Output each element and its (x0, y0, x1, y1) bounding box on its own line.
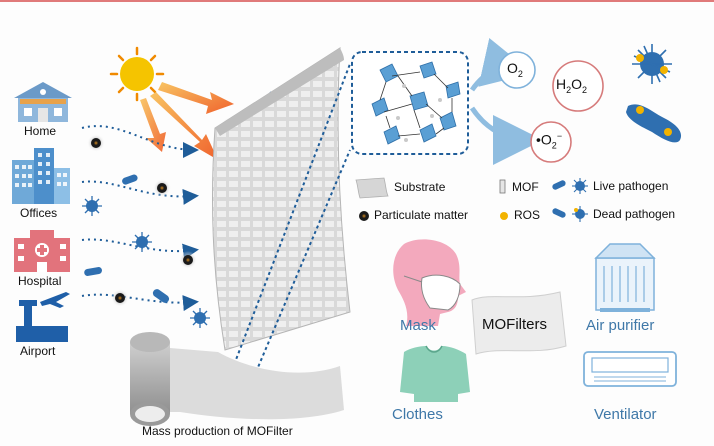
label-airport: Airport (20, 344, 56, 358)
office-building-icon (12, 148, 70, 204)
mask-head-icon (393, 239, 466, 326)
dead-pathogen-virus-icon (632, 44, 672, 84)
sun-icon (109, 46, 165, 102)
label-air-purifier: Air purifier (586, 317, 655, 334)
label-hydrogen-peroxide: H2O2 (556, 76, 588, 95)
airflow-arrows (81, 125, 199, 312)
label-hospital: Hospital (18, 274, 62, 288)
dead-pathogen-bacteria-icon (626, 104, 682, 143)
legend-substrate-swatch (355, 177, 389, 199)
label-offices: Offices (20, 206, 58, 220)
legend-mof-label: MOF (512, 180, 539, 194)
hospital-icon (14, 230, 70, 272)
legend-live-pathogen-icon (552, 178, 588, 194)
particulate-matter-particles (87, 117, 239, 307)
label-superoxide: •O2− (536, 131, 563, 151)
legend-mof-swatch (499, 179, 506, 194)
legend-particulate-icon (359, 211, 369, 221)
legend-live-pathogen-label: Live pathogen (593, 179, 669, 193)
hydrogen-peroxide-circle (552, 60, 604, 112)
filter-roll-icon (130, 332, 344, 426)
air-purifier-icon (594, 243, 656, 312)
label-home: Home (24, 124, 57, 138)
top-rule (0, 0, 714, 2)
airport-icon (16, 292, 70, 342)
mofilter-sheet (211, 47, 351, 351)
mof-structure-zoom-box (351, 51, 469, 155)
mof-crystal-structure (371, 61, 461, 145)
legend-particulate-label: Particulate matter (374, 208, 469, 222)
legend-dead-pathogen-label: Dead pathogen (593, 207, 676, 221)
home-icon (14, 82, 72, 122)
light-ray-arrows (140, 82, 234, 160)
superoxide-circle (530, 121, 572, 163)
caption-mass-production: Mass production of MOFilter (142, 424, 293, 438)
legend-substrate-label: Substrate (394, 180, 446, 194)
clothes-shirt-icon (400, 345, 470, 402)
legend-ros-label: ROS (514, 208, 541, 222)
label-mask: Mask (400, 317, 436, 334)
legend-dead-pathogen-icon (552, 206, 588, 222)
ventilator-icon (583, 351, 677, 387)
mofilters-sheet-icon (471, 291, 567, 355)
label-mofilters: MOFilters (482, 316, 547, 333)
legend-ros-dot (500, 212, 508, 220)
label-ventilator: Ventilator (594, 406, 657, 423)
label-clothes: Clothes (392, 406, 443, 423)
oxygen-circle (498, 51, 536, 89)
zoom-lines (231, 63, 351, 373)
label-oxygen: O2 (507, 60, 523, 79)
